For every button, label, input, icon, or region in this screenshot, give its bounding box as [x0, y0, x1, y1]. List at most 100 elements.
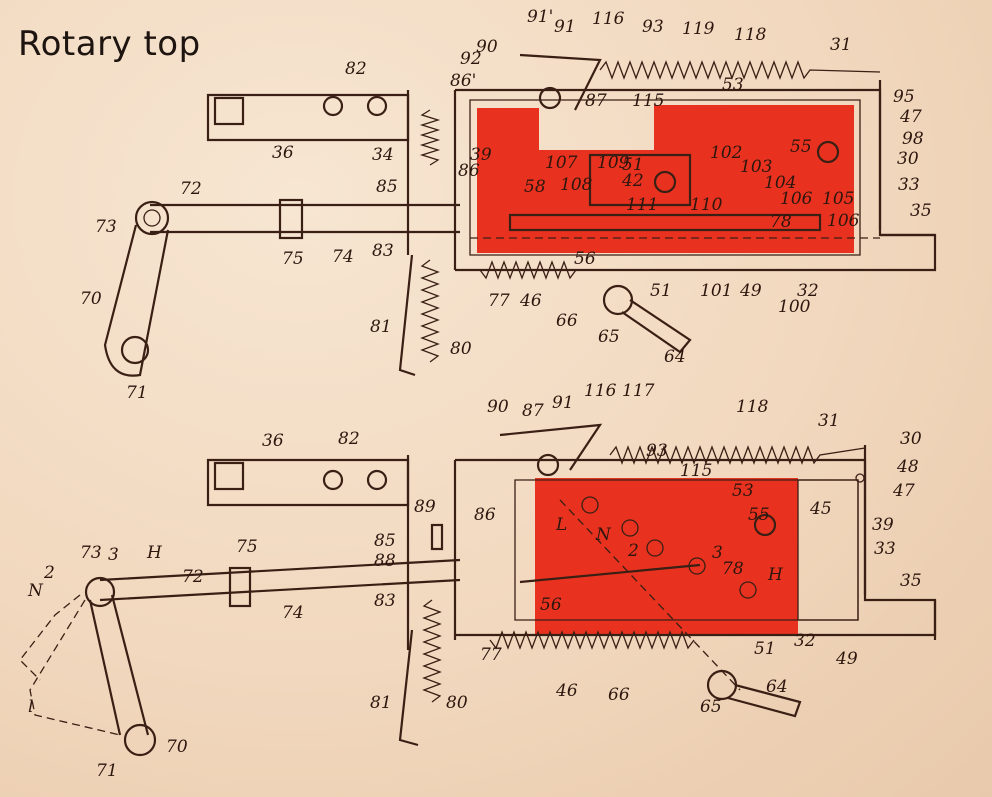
spring-85 [430, 523, 444, 551]
pivot-71 [120, 335, 150, 365]
block-45 [797, 479, 859, 621]
lever-position-l [29, 599, 121, 736]
spring-80-bottom [422, 599, 442, 703]
label: 56 [540, 595, 562, 615]
arm-64-bottom [727, 683, 802, 718]
label: 66 [608, 685, 630, 705]
label: 82 [338, 429, 360, 449]
label: 119 [682, 19, 715, 39]
rod-72-74 [150, 203, 460, 234]
rod-78-bottom [519, 563, 701, 584]
label: 3 [712, 543, 723, 563]
label: 77 [480, 645, 502, 665]
housing-bottom [455, 458, 937, 637]
label: 53 [722, 75, 744, 95]
label: 31 [830, 35, 852, 55]
label: 98 [902, 129, 924, 149]
pin-42 [653, 170, 677, 194]
highlight-block-bottom [535, 478, 798, 636]
label: 33 [898, 175, 920, 195]
nut-75 [278, 198, 304, 240]
label: 85 [374, 531, 396, 551]
label: 58 [524, 177, 546, 197]
label: 35 [900, 571, 922, 591]
pivot-65 [602, 284, 634, 316]
pivot-71-bottom [123, 723, 157, 757]
label: 55 [748, 505, 770, 525]
pivot-55-bottom [753, 513, 777, 537]
lever-81 [398, 254, 416, 377]
spring-66-bottom [489, 630, 695, 650]
label: N [595, 525, 612, 545]
spring-118-bottom [609, 445, 866, 465]
label: 117 [622, 381, 655, 401]
lever-70-bottom [88, 594, 150, 736]
label: 83 [372, 241, 394, 261]
label: H [146, 543, 163, 563]
label: 34 [372, 145, 394, 165]
label: 70 [80, 289, 102, 309]
label: 106 [780, 189, 813, 209]
spring-34 [419, 109, 441, 166]
label: 71 [126, 383, 148, 403]
label: 106 [827, 211, 860, 231]
nut-75-bottom [228, 566, 252, 608]
label: 74 [332, 247, 354, 267]
label: 78 [770, 212, 792, 232]
label: 31 [818, 411, 840, 431]
label: 65 [598, 327, 620, 347]
label: 118 [734, 25, 767, 45]
pivot-55 [816, 140, 840, 164]
label: 46 [519, 291, 542, 311]
bolt-82b [366, 95, 388, 117]
pin-L [581, 496, 599, 514]
label: 80 [450, 339, 472, 359]
label: 107 [545, 153, 578, 173]
labels-top: 82 91' 91 116 93 119 118 31 92 90 86' 87… [80, 7, 932, 403]
lever-81-bottom [398, 629, 419, 747]
pin-2 [646, 539, 664, 557]
arm-64 [621, 299, 692, 354]
label: 51 [622, 155, 644, 175]
label: 66 [556, 311, 578, 331]
label: 42 [621, 171, 644, 191]
label: 36 [272, 143, 294, 163]
pivot-73 [134, 200, 170, 236]
pivot-73-bottom [84, 576, 116, 608]
label: 90 [476, 37, 498, 57]
label: 51 [754, 639, 776, 659]
label: 51 [650, 281, 672, 301]
label: 100 [778, 297, 811, 317]
label: 49 [739, 281, 762, 301]
housing-inner [469, 99, 861, 256]
label: 2 [43, 563, 55, 583]
label: 111 [626, 195, 658, 215]
label: 118 [736, 397, 769, 417]
label: 93 [646, 441, 668, 461]
label: 48 [896, 457, 919, 477]
label: 72 [180, 179, 202, 199]
label: 103 [740, 157, 772, 177]
label: 45 [809, 499, 832, 519]
bracket-91 [519, 53, 602, 111]
label: 104 [764, 173, 796, 193]
label: 85 [376, 177, 398, 197]
label: 116 [592, 9, 625, 29]
label: 72 [182, 567, 204, 587]
label: 87 [522, 401, 544, 421]
bolt-82b-bottom [366, 469, 388, 491]
label: 116 [584, 381, 617, 401]
label: 93 [642, 17, 664, 37]
label: 33 [874, 539, 896, 559]
label: L [555, 515, 567, 535]
label: 71 [96, 761, 118, 781]
rod-78 [508, 213, 822, 232]
label: 46 [555, 681, 578, 701]
label: 81 [370, 693, 392, 713]
label: 105 [822, 189, 854, 209]
arm-36-end [213, 96, 245, 126]
figure-top [103, 53, 937, 377]
labels-bottom: 90 87 91 116 117 118 31 30 36 82 93 48 1… [27, 381, 922, 781]
